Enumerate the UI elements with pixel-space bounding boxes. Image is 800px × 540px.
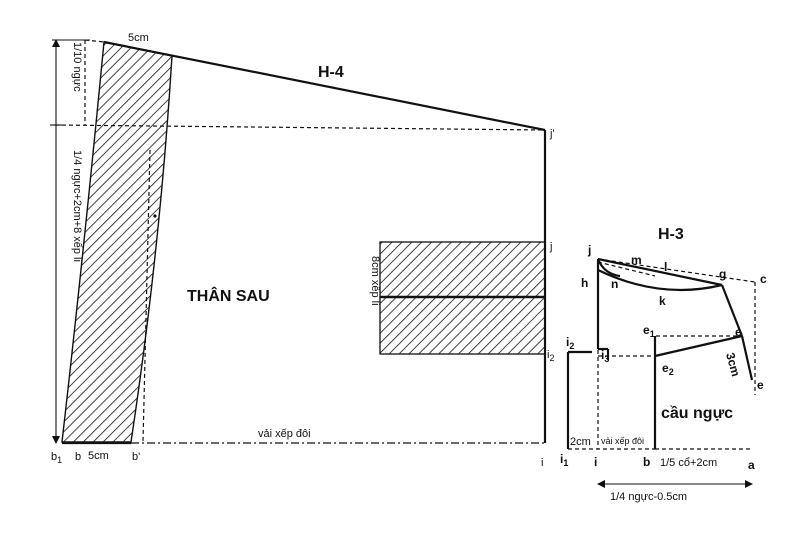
h3-dim-3cm: 3cm [723, 351, 743, 378]
h3-pt-j: j [587, 243, 591, 257]
h3-side-upper [720, 284, 744, 337]
h4-fold-label: vải xếp đôi [258, 428, 311, 440]
h4-pleat-label: 8cm xếp li [369, 256, 381, 306]
h4-horizontal-dash [54, 124, 546, 131]
h4-top-label: 5cm [128, 32, 149, 44]
h3-pt-h: h [581, 276, 588, 290]
h3-pt-n: n [611, 277, 618, 291]
h3-pt-g: g [719, 267, 726, 281]
h4-pt-b1: b1 [51, 451, 62, 465]
h4-pleat-lower [379, 296, 546, 355]
h3-pt-e: e [735, 325, 742, 339]
h3-pt-l: l [664, 260, 667, 274]
h3-shoulder-dash [597, 261, 656, 277]
h4-pleat-upper [379, 241, 546, 298]
h3-pt-i2: i2 [566, 335, 574, 351]
h3-pt-i1: i1 [560, 452, 568, 468]
h3-yoke-panel: H-3 cầu ngực j m l g c h n k e1 e e2 e i… [560, 226, 767, 503]
h3-yoke-top [654, 334, 743, 358]
h4-title: H-4 [318, 64, 344, 81]
h4-pt-j: j [549, 241, 552, 253]
h3-pt-c: c [760, 272, 767, 286]
h4-v-label-mid: 1/4 ngực+2cm+8 xếp li [71, 150, 83, 262]
h3-pt-i3: i3 [601, 348, 609, 364]
h4-pt-b: b [75, 451, 81, 463]
h3-side-lower [740, 335, 754, 381]
h4-back-panel: H-4 THÂN SAU 5cm 1/10 ngực 1/4 ngực+2cm+… [50, 32, 555, 469]
h4-marker-dot [153, 214, 157, 218]
h4-top-edge [103, 40, 546, 132]
h3-dim-2cm: 2cm [570, 436, 591, 448]
h4-panel-label: THÂN SAU [187, 286, 270, 305]
h3-panel-label: cầu ngực [661, 405, 733, 422]
h3-pt-b: b [643, 455, 650, 469]
h3-pt-k: k [659, 294, 666, 308]
h4-pt-jp: j' [549, 128, 555, 140]
h3-lower-curve [597, 269, 723, 292]
h4-bottom-dim: 5cm [88, 450, 109, 462]
h4-pt-i2: i2 [547, 349, 554, 363]
h3-title: H-3 [658, 226, 684, 243]
h3-pt-e2: e2 [662, 361, 674, 377]
h3-pt-m: m [631, 253, 642, 267]
h3-bottom-label: 1/5 cổ+2cm [660, 457, 717, 469]
h3-pt-e1: e1 [643, 323, 655, 339]
h3-neck-curve [596, 258, 621, 278]
h4-v-label-top: 1/10 ngực [71, 42, 83, 92]
h4-pt-i: i [541, 457, 543, 469]
h3-pt-a: a [748, 458, 755, 472]
h3-fold-label: vải xếp đôi [601, 436, 644, 446]
h3-armhole-top [597, 257, 723, 287]
h3-pt-i: i [594, 455, 597, 469]
h3-width-label: 1/4 ngực-0.5cm [610, 491, 687, 503]
h3-pt-e-low: e [757, 378, 764, 392]
h4-pt-bp: b' [132, 451, 140, 463]
h3-top-dash [597, 258, 756, 283]
